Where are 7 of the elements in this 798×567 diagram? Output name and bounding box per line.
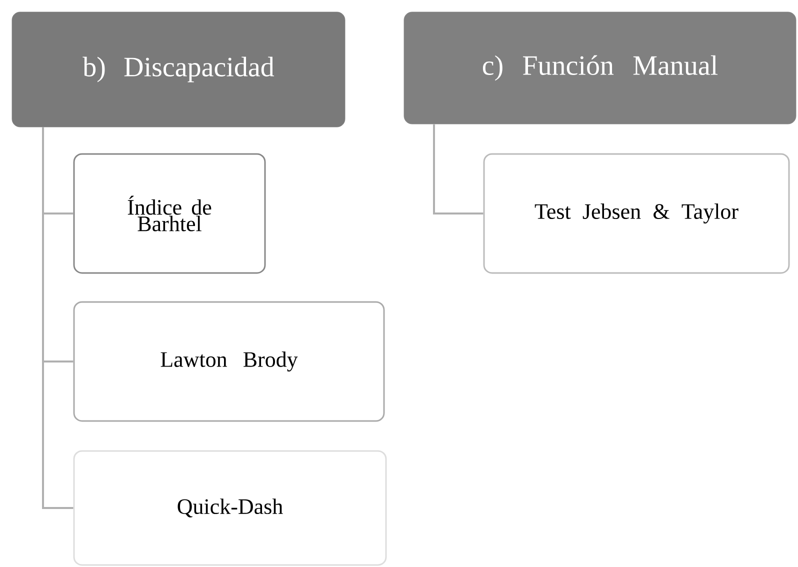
connector-line — [433, 124, 484, 214]
item-box: Lawton Brody — [73, 301, 385, 422]
heading-box: c) Función Manual — [404, 12, 796, 124]
heading-box: b) Discapacidad — [12, 12, 346, 128]
item-box: Índice de Barhtel — [73, 153, 266, 274]
item-box: Test Jebsen & Taylor — [483, 153, 790, 274]
item-box: Quick-Dash — [73, 450, 387, 566]
